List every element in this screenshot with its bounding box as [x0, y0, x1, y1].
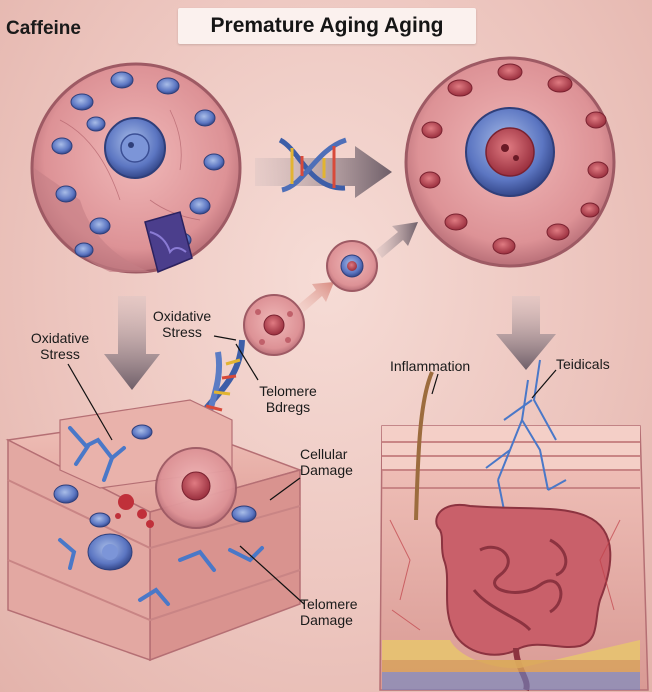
label-telomere-damage: Telomere Damage [300, 596, 358, 628]
dna-helix-top [278, 137, 347, 193]
leader-lines [67, 335, 557, 605]
label-inflammation: Inflammation [390, 358, 471, 374]
skin-intestine-panel [379, 359, 649, 692]
aged-cell [404, 56, 616, 268]
label-cellular-damage: Cellular Damage [300, 446, 353, 478]
label-oxidative-stress-left: Oxidative Stress [30, 330, 90, 362]
label-telomere-bdregs: Telomere Bdregs [259, 383, 317, 415]
healthy-cell [30, 62, 242, 274]
arrow-diagonal-1 [298, 282, 334, 312]
small-cell-1 [243, 294, 305, 356]
small-cell-2 [326, 240, 378, 292]
label-oxidative-stress-mid: Oxidative Stress [152, 308, 212, 340]
arrow-down-right [496, 296, 556, 370]
label-teidicals: Teidicals [556, 356, 610, 372]
tissue-block [5, 399, 303, 662]
page-title: Premature Aging Aging [178, 8, 476, 44]
caffeine-label: Caffeine [6, 18, 81, 39]
arrow-down-left [104, 296, 160, 390]
arrow-diagonal-2 [376, 222, 418, 258]
